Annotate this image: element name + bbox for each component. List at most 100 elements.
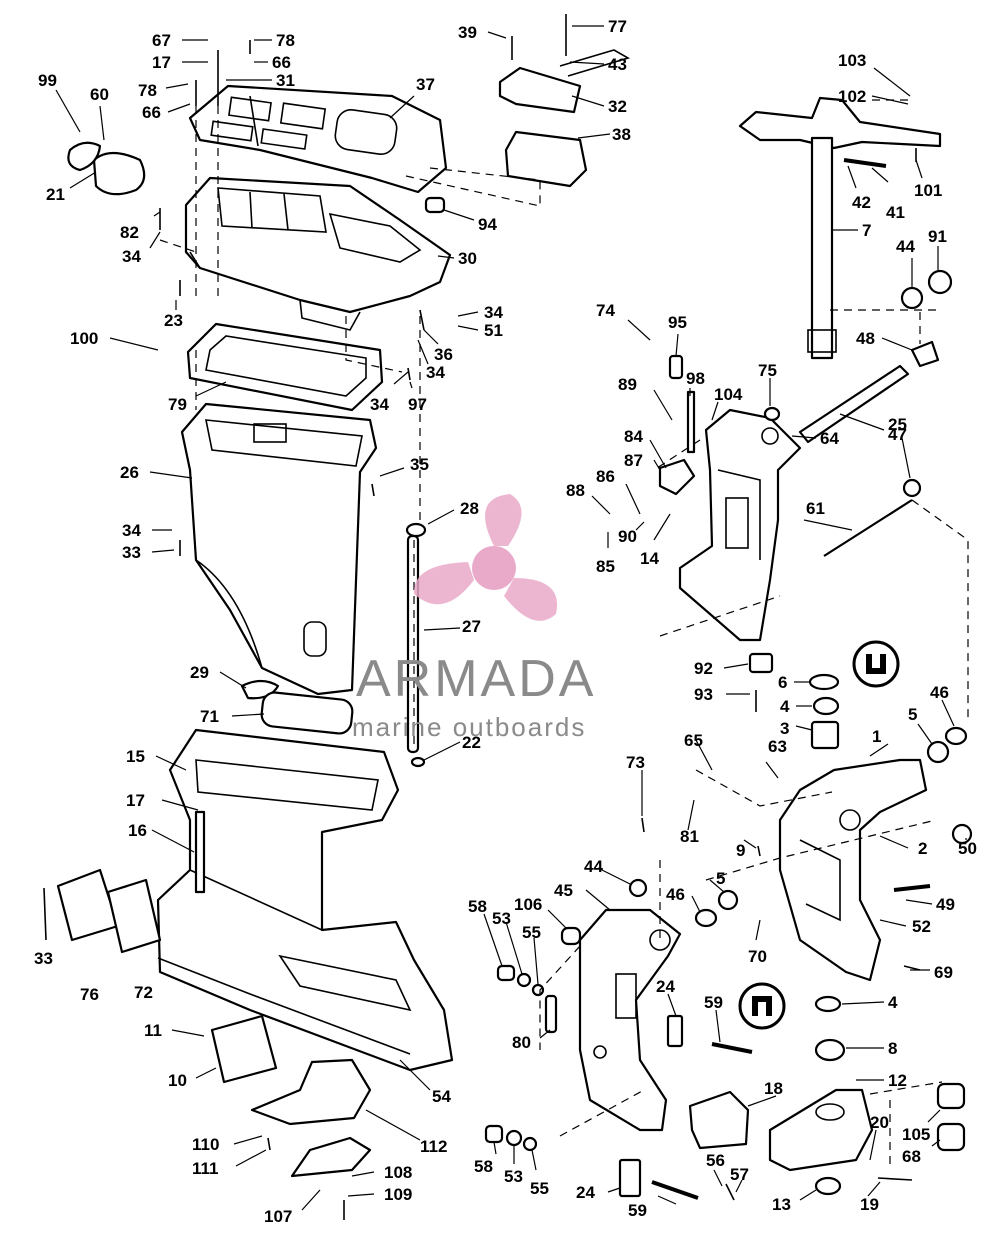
part-46b-washer: [694, 908, 718, 928]
callout-84: 84: [624, 427, 643, 446]
callout-109: 109: [384, 1185, 412, 1204]
callout-66: 66: [142, 103, 161, 122]
callout-68: 68: [902, 1147, 921, 1166]
part-4b-bushing: [814, 995, 842, 1013]
callout-56: 56: [706, 1151, 725, 1170]
callout-65: 65: [684, 731, 703, 750]
callout-36: 36: [434, 345, 453, 364]
part-80-link: [544, 994, 558, 1034]
callout-42: 42: [852, 193, 871, 212]
part-30-adapter-housing: [184, 176, 452, 314]
callout-37: 37: [416, 75, 435, 94]
callout-48: 48: [856, 329, 875, 348]
armada-watermark: ARMADA marine outboards: [352, 494, 596, 742]
callout-104: 104: [714, 385, 743, 404]
leader-lines: [55, 25, 967, 1211]
part-1-stern-bracket: [778, 758, 928, 982]
callout-106: 106: [514, 895, 542, 914]
part-107-bracket: [290, 1136, 372, 1178]
part-76-cover-plate: [56, 868, 120, 942]
callout-90: 90: [618, 527, 637, 546]
part-55a-washer: [531, 983, 545, 997]
part-7-steering-shaft: [810, 136, 834, 360]
callout-76: 76: [80, 985, 99, 1004]
callout-13: 13: [772, 1195, 791, 1214]
part-84-assembly: [658, 458, 696, 496]
callout-78: 78: [276, 31, 295, 50]
callout-27: 27: [462, 617, 481, 636]
callout-103: 103: [838, 51, 866, 70]
callout-63: 63: [768, 737, 787, 756]
callout-19: 19: [860, 1195, 879, 1214]
part-106-spacer: [560, 926, 582, 946]
callout-45: 45: [554, 881, 573, 900]
callout-26: 26: [120, 463, 139, 482]
callout-29: 29: [190, 663, 209, 682]
callout-34: 34: [484, 303, 503, 322]
callout-81: 81: [680, 827, 699, 846]
callout-22: 22: [462, 733, 481, 752]
callout-17: 17: [152, 53, 171, 72]
callout-100: 100: [70, 329, 98, 348]
part-15-exhaust-housing: [156, 728, 454, 1072]
part-64-swivel-bracket: [678, 408, 802, 642]
callout-55: 55: [522, 923, 541, 942]
callout-30: 30: [458, 249, 477, 268]
part-5a-bushing: [926, 740, 950, 764]
watermark-tagline: marine outboards: [352, 712, 586, 742]
part-53b-nut: [505, 1129, 523, 1147]
callout-93: 93: [694, 685, 713, 704]
callout-50: 50: [958, 839, 977, 858]
callout-34: 34: [122, 521, 141, 540]
part-92-block: [748, 652, 774, 674]
callout-94: 94: [478, 215, 497, 234]
callout-1: 1: [872, 727, 881, 746]
callout-60: 60: [90, 85, 109, 104]
callout-21: 21: [46, 185, 65, 204]
callout-69: 69: [934, 963, 953, 982]
part-98-tube: [686, 390, 696, 454]
callout-92: 92: [694, 659, 713, 678]
part-32-bracket: [498, 66, 582, 114]
callout-14: 14: [640, 549, 659, 568]
callout-25: 25: [888, 415, 907, 434]
callout-105: 105: [902, 1125, 930, 1144]
part-12-clamp: [768, 1088, 874, 1172]
callout-89: 89: [618, 375, 637, 394]
callout-98: 98: [686, 369, 705, 388]
callout-20: 20: [870, 1113, 889, 1132]
part-7-steering-arm: [738, 96, 942, 150]
callout-10: 10: [168, 1071, 187, 1090]
callout-88: 88: [566, 481, 585, 500]
callout-33: 33: [34, 949, 53, 968]
callout-35: 35: [410, 455, 429, 474]
callout-82: 82: [120, 223, 139, 242]
part-105-cap: [936, 1082, 966, 1110]
part-68-cap: [936, 1122, 966, 1152]
part-91-nut: [927, 269, 953, 295]
callout-39: 39: [458, 23, 477, 42]
callout-38: 38: [612, 125, 631, 144]
callout-32: 32: [608, 97, 627, 116]
callout-9: 9: [736, 841, 745, 860]
callout-108: 108: [384, 1163, 412, 1182]
part-28-grommet: [405, 522, 427, 538]
callout-78: 78: [138, 81, 157, 100]
callout-18: 18: [764, 1079, 783, 1098]
part-58a-bushing: [496, 964, 516, 982]
callout-64: 64: [820, 429, 839, 448]
callout-49: 49: [936, 895, 955, 914]
callout-95: 95: [668, 313, 687, 332]
propeller-logo-icon: [413, 494, 558, 621]
callout-112: 112: [420, 1137, 447, 1156]
callout-46: 46: [930, 683, 949, 702]
watermark-brand: ARMADA: [356, 650, 596, 708]
callout-16: 16: [128, 821, 147, 840]
callout-57: 57: [730, 1165, 749, 1184]
callout-59: 59: [628, 1201, 647, 1220]
part-13-nut: [814, 1176, 842, 1196]
callout-44: 44: [896, 237, 915, 256]
part-55b-washer: [522, 1136, 538, 1152]
part-4a-bushing: [812, 696, 840, 716]
